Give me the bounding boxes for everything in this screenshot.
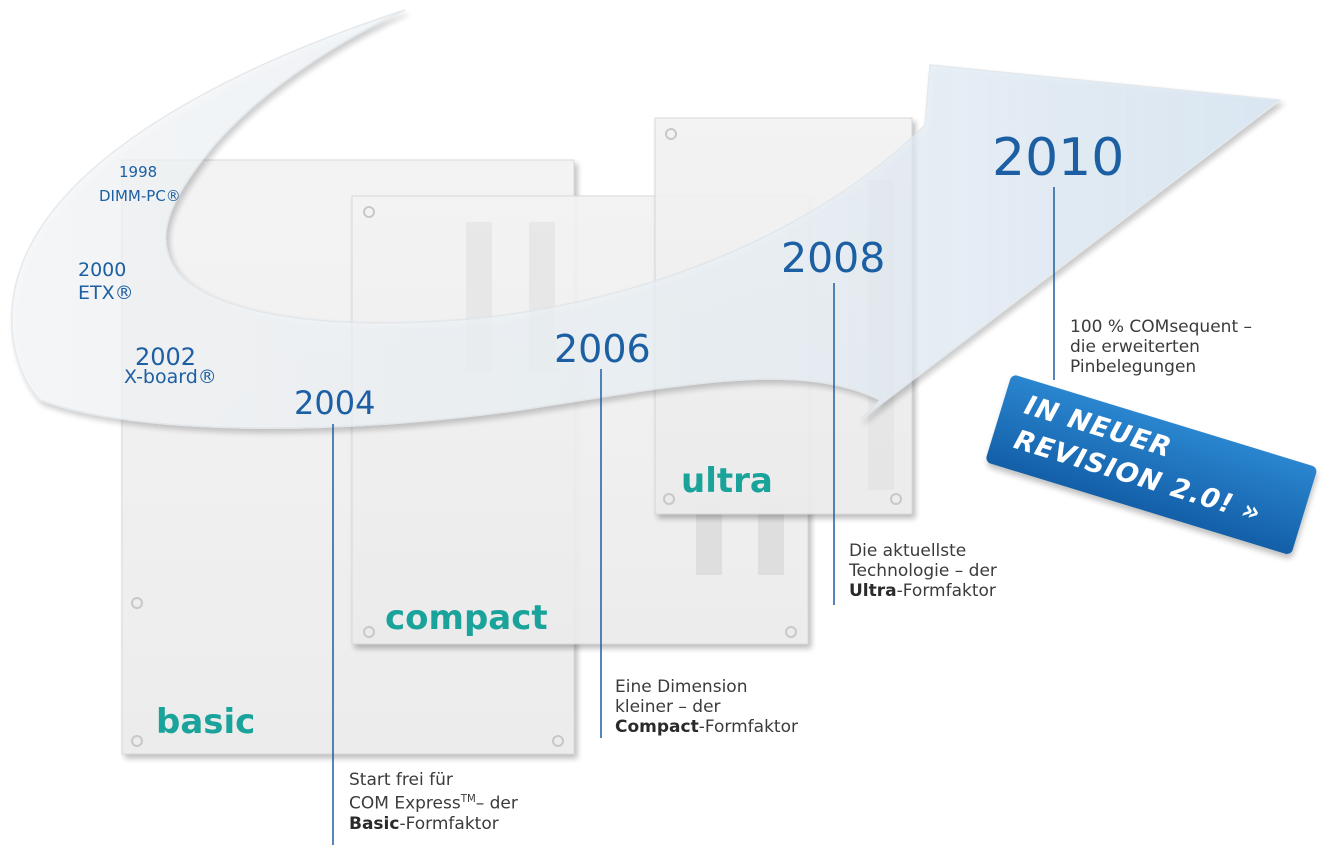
connector — [758, 505, 784, 575]
product-dimm-pc: DIMM-PC® — [99, 187, 181, 205]
board-label-basic: basic — [156, 702, 256, 742]
board-hole — [131, 597, 143, 609]
year-1998: 1998 — [119, 163, 158, 181]
product-etx: ETX® — [78, 282, 134, 304]
description-2008: Die aktuellste Technologie – der Ultra-F… — [849, 541, 997, 601]
board-hole — [363, 626, 375, 638]
board-label-ultra: ultra — [681, 461, 773, 501]
description-2006: Eine Dimension kleiner – der Compact-For… — [615, 677, 798, 737]
year-2004: 2004 — [294, 384, 376, 422]
year-2010: 2010 — [992, 128, 1125, 188]
year-2000: 2000 — [78, 259, 127, 281]
year-2002: 2002 — [135, 343, 197, 371]
product-x-board: X-board® — [124, 366, 217, 388]
board-hole — [785, 626, 797, 638]
board-hole — [890, 493, 902, 505]
connector — [696, 505, 722, 575]
board-label-compact: compact — [385, 598, 548, 638]
board-hole — [663, 493, 675, 505]
timeline-arrow — [10, 9, 1282, 429]
description-2004: Start frei für COM ExpressTM– der Basic-… — [349, 770, 518, 834]
description-2010: 100 % COMsequent – die erweiterten Pinbe… — [1070, 317, 1253, 377]
board-hole — [363, 206, 375, 218]
year-2006: 2006 — [554, 327, 651, 371]
board-hole — [665, 128, 677, 140]
board-hole — [552, 735, 564, 747]
year-2008: 2008 — [781, 234, 886, 282]
board-hole — [131, 735, 143, 747]
